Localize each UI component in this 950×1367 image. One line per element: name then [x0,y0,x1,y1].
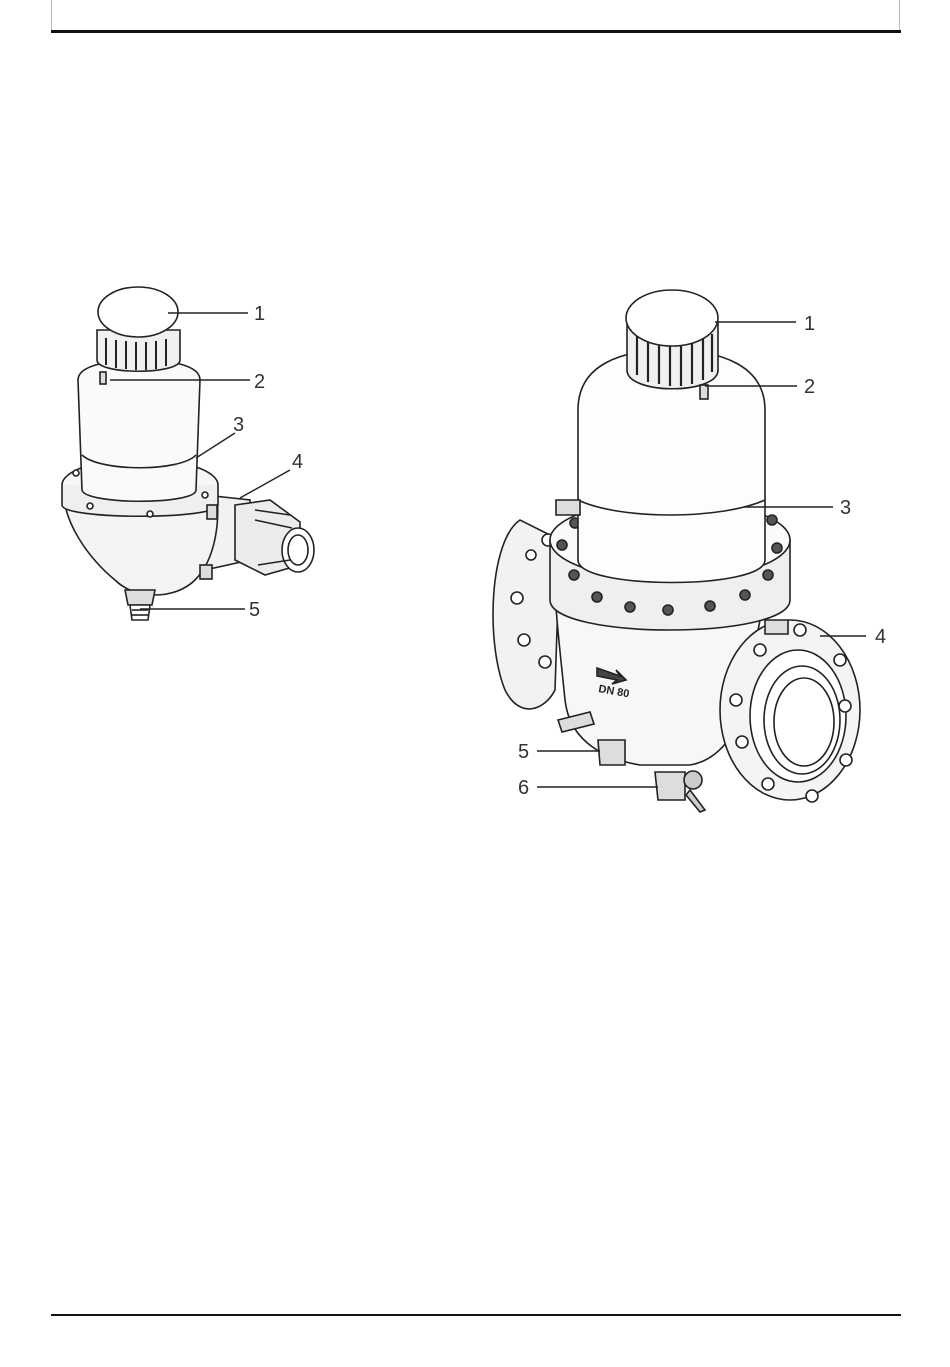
large-callout-1: 1 [804,313,815,335]
large-callout-5: 5 [518,741,529,763]
footer-rule [51,1314,901,1316]
large-callout-4: 4 [875,626,886,648]
large-callout-3: 3 [840,497,851,519]
large-callout-2: 2 [804,376,815,398]
large-valve-drawing [493,290,860,812]
large-callout-6: 6 [518,777,529,799]
